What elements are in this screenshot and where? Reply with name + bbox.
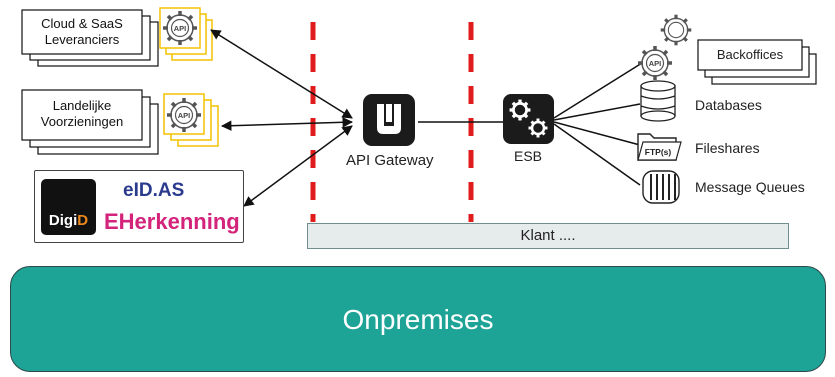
api-gateway-label: API Gateway <box>346 152 434 169</box>
backoffices-label: Backoffices <box>716 47 784 62</box>
esb-label: ESB <box>514 148 543 164</box>
message-queue-icon <box>642 170 680 204</box>
api-badge-text: API <box>649 59 662 68</box>
folder-icon: FTP(s) <box>637 133 682 161</box>
message-queues-label: Message Queues <box>695 179 805 195</box>
arrow-gateway-landelijke <box>220 117 354 131</box>
api-badge-text: API <box>174 24 187 33</box>
stacked-box-landelijke <box>21 89 159 155</box>
api-gear-tile-landelijke: API <box>163 93 219 147</box>
eherkenning-logo: EHerkenning <box>104 209 240 234</box>
digid-logo: DigiD <box>41 179 96 235</box>
identity-providers-panel: DigiD eID.AS EHerkenning <box>34 170 244 243</box>
line-esb-backoffices <box>553 62 643 119</box>
api-gateway-icon <box>363 94 415 146</box>
arrow-gateway-cloud <box>210 29 353 119</box>
eidas-logo: eID.AS <box>123 180 185 201</box>
line-esb-queues <box>553 123 641 186</box>
fileshares-label: Fileshares <box>695 140 760 156</box>
ftp-badge: FTP(s) <box>645 147 672 157</box>
line-esb-fileshares <box>553 121 641 146</box>
line-esb-databases <box>553 103 641 121</box>
database-icon <box>640 80 676 122</box>
klant-bar: Klant .... <box>307 223 789 249</box>
backoffices-group: API <box>636 13 817 85</box>
stacked-box-cloud-saas <box>21 9 159 67</box>
api-badge-text: API <box>178 111 191 120</box>
arrow-gateway-identity <box>243 125 353 207</box>
esb-gears-icon <box>503 94 554 144</box>
databases-label: Databases <box>695 97 762 113</box>
api-gear-tile-cloud: API <box>159 7 213 61</box>
onpremises-banner: Onpremises <box>10 266 826 372</box>
